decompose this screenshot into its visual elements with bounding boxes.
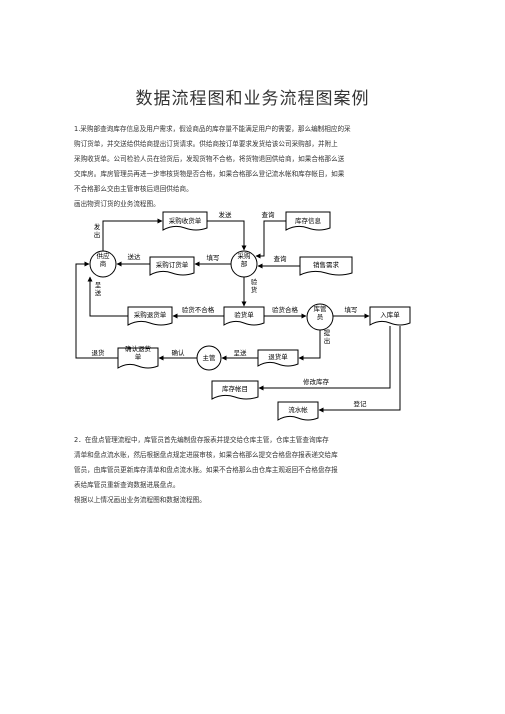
return-form-doc [257, 349, 299, 367]
purchase-order-doc [149, 256, 195, 276]
sales-demand-label: 销售需求 [313, 260, 340, 269]
confirm-return-label: 确认退货单 [125, 344, 152, 361]
page-title: 数据流程图和业务流程图案例 [135, 89, 370, 109]
flow-arrow [87, 276, 128, 317]
inventory-ledger-label: 库存帐目 [222, 384, 248, 393]
section-1-line: 交库房。库房管理员再进一步审核货物是否合格，如果合格那么登记流水帐和库存帐目，如… [74, 170, 345, 178]
inventory-info-label: 库存信息 [295, 216, 322, 225]
edge-label: 查询 [274, 254, 288, 263]
edge-label: 提出 [324, 328, 331, 345]
flow-arrow [298, 330, 321, 361]
flow-arrow [75, 261, 118, 359]
section-1-text: 1.采购部查询库存信息及用户需求，假设商品的库存量不能满足用户的需要，那么编制相… [74, 122, 424, 212]
flow-arrow [255, 220, 286, 259]
edge-label: 送达 [128, 252, 142, 261]
purchase-return-label: 采购退货单 [134, 310, 167, 319]
inventory-info-doc [285, 211, 331, 231]
edge-label: 填写 [207, 253, 220, 262]
edge-label: 查询 [262, 210, 276, 219]
purchase-receipt-doc [162, 211, 208, 231]
journal-label: 流水帐 [288, 405, 308, 414]
section-1-line: 1.采购部查询库存信息及用户需求，假设商品的库存量不能满足用户的需要，那么编制相… [74, 125, 351, 133]
section-2-line: 表给库管员重新查询数据进展盘点。 [74, 481, 180, 489]
edge-label: 呈送 [95, 281, 102, 297]
edge-label: 确认 [172, 348, 186, 357]
supplier-label: 供应商 [97, 251, 111, 268]
journal-doc [277, 401, 319, 421]
edge-label: 验货不合格 [182, 305, 215, 314]
edge-label: 登记 [354, 399, 368, 408]
purchase-return-doc [127, 306, 173, 326]
flow-arrow [318, 326, 401, 413]
section-2-line: 2．在盘点管理流程中，库管员首先编制盘存报表并提交给仓库主管，仓库主管查询库存 [74, 436, 329, 444]
inspection-form-label: 验货单 [234, 310, 254, 319]
edge-label: 验货 [251, 277, 258, 294]
section-1-line: 购订货单，并交送给供给商提出订货请求。供给商按订单要求发货给该公司采购部，并附上 [74, 140, 338, 148]
section-2-text: 2．在盘点管理流程中，库管员首先编制盘存报表并提交给仓库主管，仓库主管查询库存 … [74, 433, 424, 508]
edge-label: 验货合格 [272, 305, 299, 314]
inbound-form-label: 入库单 [380, 310, 400, 319]
section-2-line: 管员，由库管员更新库存清单和盘点流水账。如果不合格那么由仓库主观返回不合格盘存报 [74, 466, 338, 474]
section-2-line: 根据以上情况画出业务流程图和数据流程图。 [74, 496, 206, 504]
purchasing-label: 采购部 [238, 251, 252, 268]
edge-label: 填写 [345, 305, 358, 314]
return-form-label: 退货单 [268, 352, 288, 361]
inspection-form-doc [223, 306, 265, 326]
flow-arrow [102, 218, 163, 251]
section-2-line: 清单和盘点流水账，然后根据盘点规定进展审核，如果合格那么提交合格盘存报表递交给库 [74, 451, 338, 459]
edge-label: 发出 [94, 222, 101, 239]
warehouse-keeper-label: 库管员 [314, 304, 328, 321]
inventory-ledger-doc [211, 380, 259, 400]
edge-label: 退货 [92, 348, 106, 357]
purchase-order-label: 采购订货单 [156, 260, 189, 269]
supervisor-label: 主管 [203, 353, 217, 362]
flow-arrow [207, 220, 247, 251]
edge-label: 呈送 [234, 348, 248, 357]
confirm-return-doc [117, 347, 159, 369]
inbound-form-doc [369, 306, 411, 326]
section-1-line: 不合格那么交由主管审核后退回供给商。 [74, 185, 193, 193]
flow-arrow [258, 326, 391, 391]
section-1-line: 采购收货单。公司检验人员在验货后，发现货物不合格，将货物退回供给商，如果合格那么… [74, 155, 345, 163]
edge-label: 修改库存 [303, 377, 330, 386]
section-1-line: 画出物资订货的业务流程图。 [74, 200, 160, 208]
sales-demand-doc [299, 256, 353, 276]
purchase-receipt-label: 采购收货单 [169, 216, 202, 225]
edge-label: 发送 [219, 210, 233, 219]
